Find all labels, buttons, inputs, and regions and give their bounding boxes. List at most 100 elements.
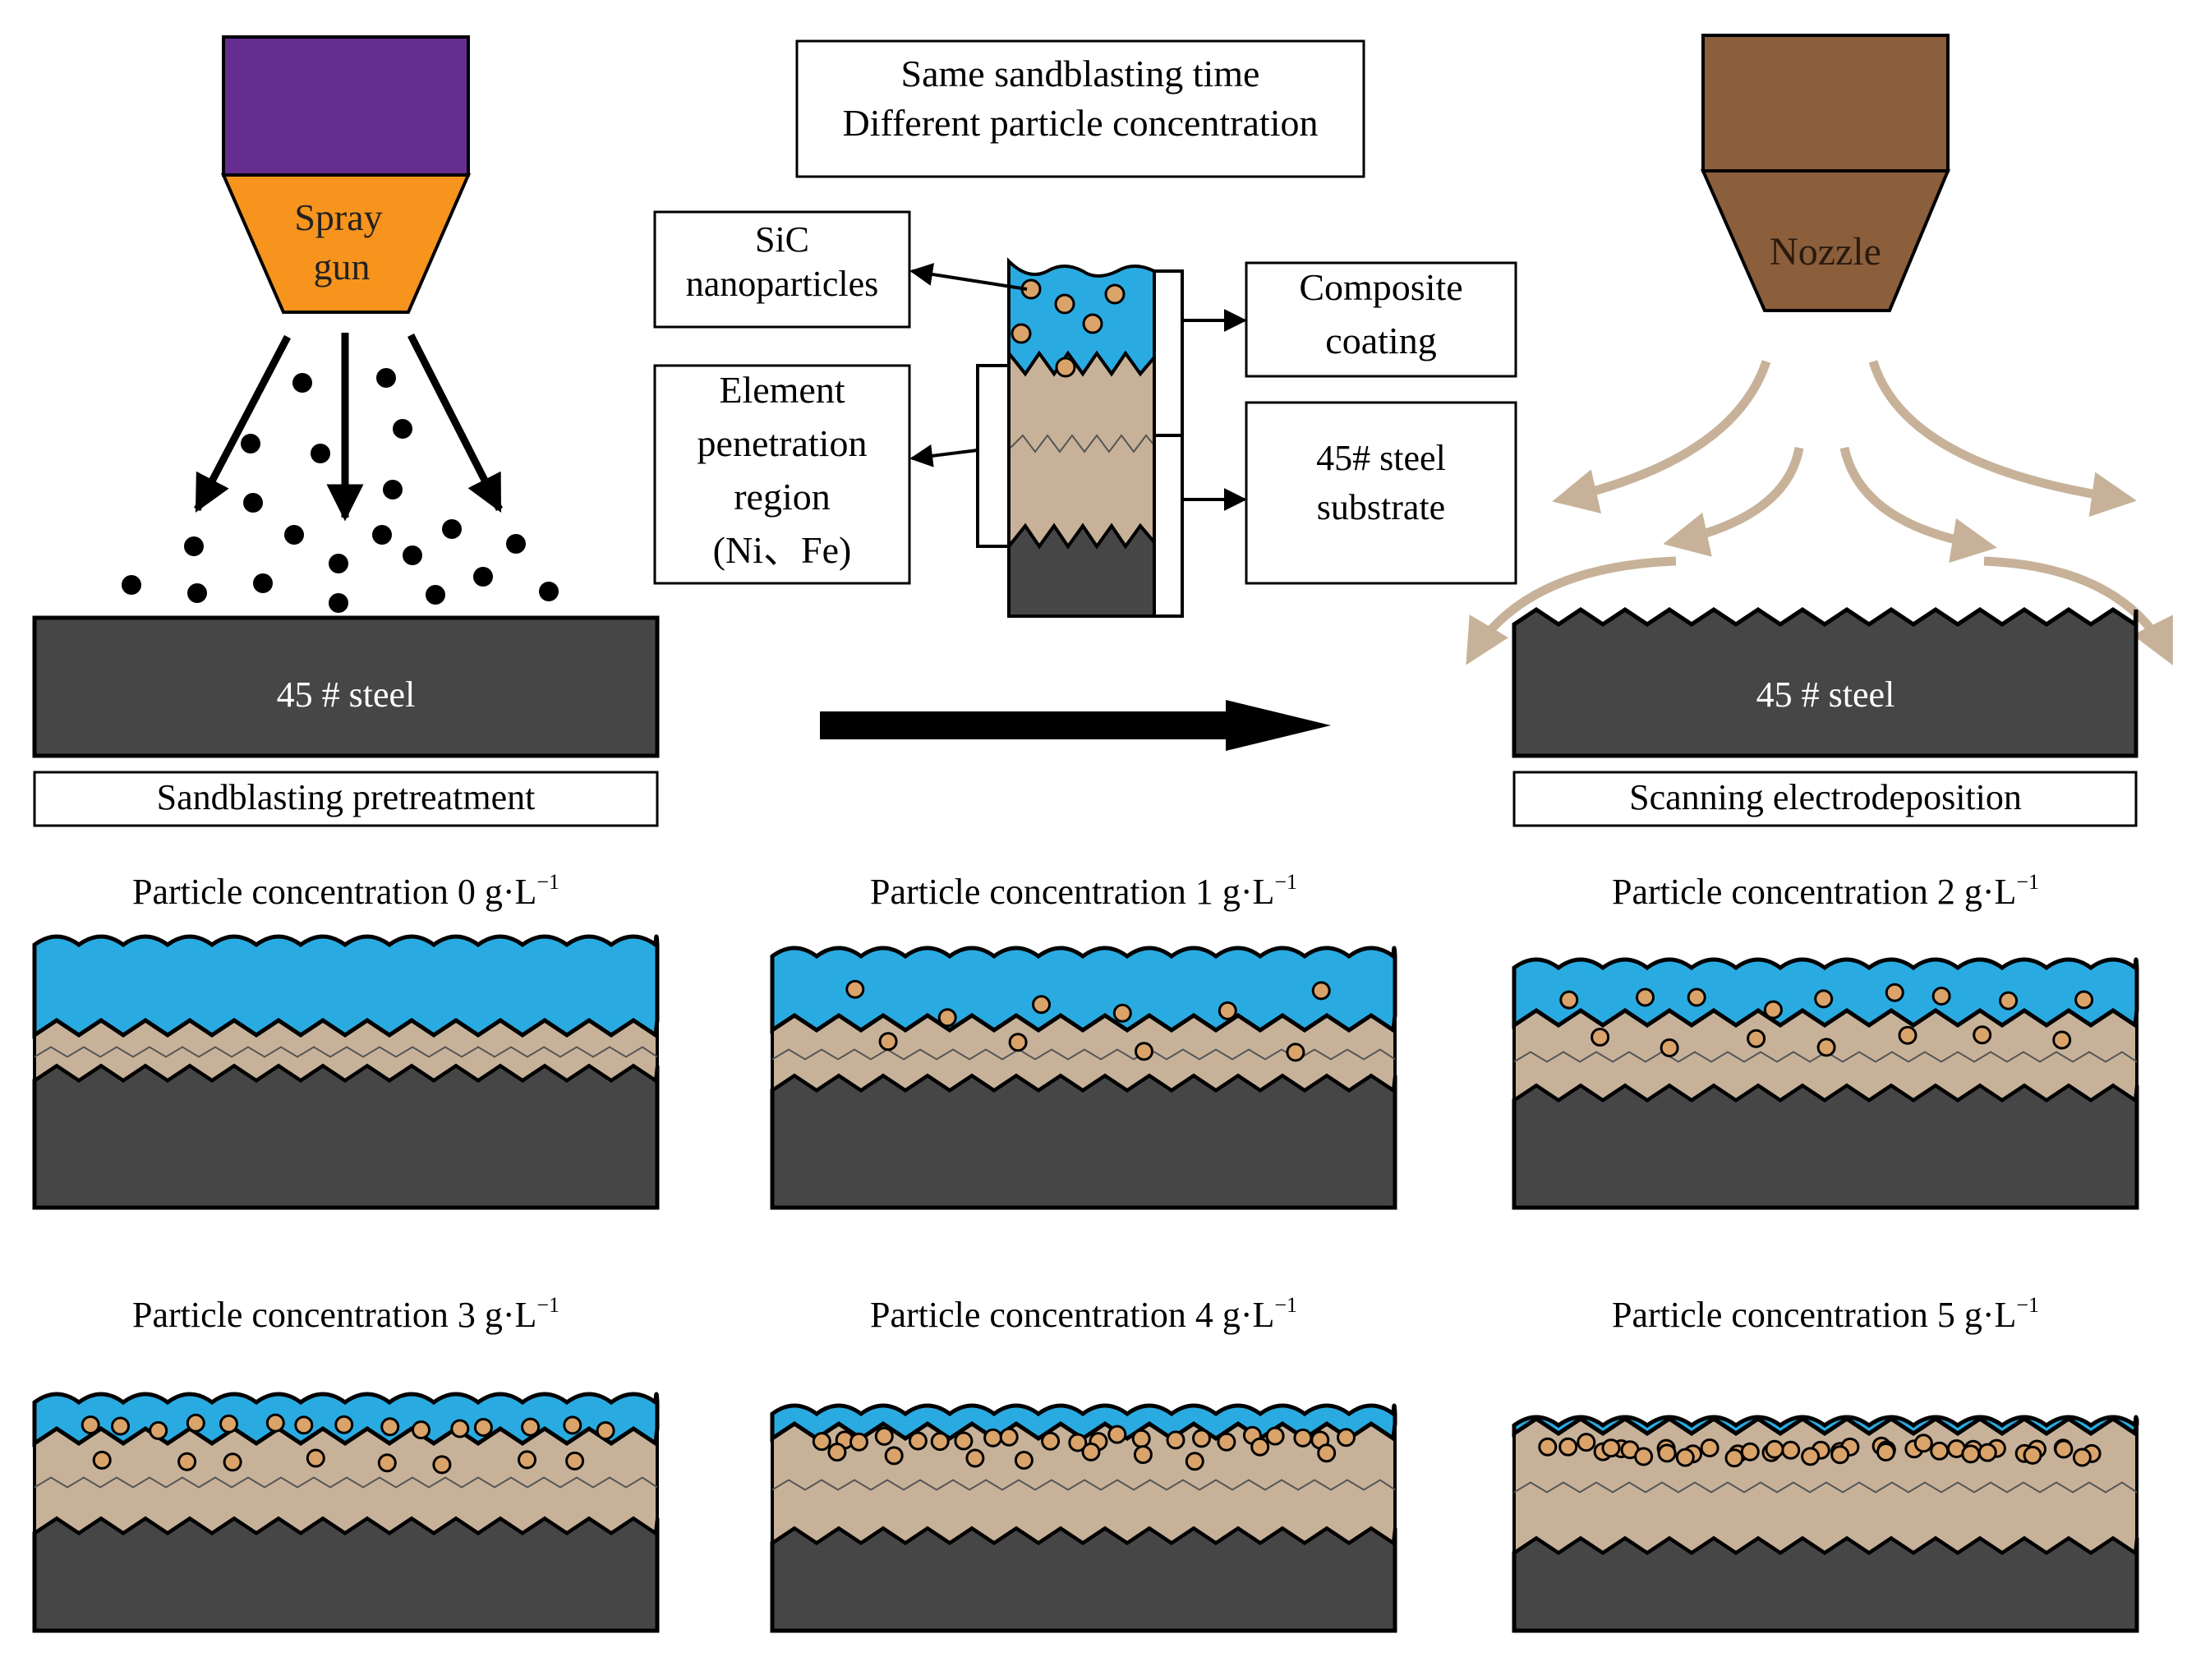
sic-particle: [1781, 1440, 1801, 1460]
sic-particle: [1311, 981, 1331, 1001]
sic-particle: [1913, 1434, 1933, 1453]
cross-section-particle: [1011, 323, 1032, 344]
panel-title: Particle concentration 2 g·L−1: [1612, 870, 2039, 912]
spray-gun-body: [222, 35, 470, 177]
step-label-box-right: [1512, 771, 2138, 827]
steel-label: 45 # steel: [277, 674, 416, 715]
sic-particle: [983, 1428, 1003, 1448]
callout-element-line1: Element: [719, 369, 845, 411]
sic-particle: [1286, 1043, 1305, 1062]
abrasive-particle: [473, 567, 493, 587]
sic-particle: [1999, 991, 2019, 1010]
sic-particle: [265, 1413, 285, 1433]
cross-section-particle: [1082, 313, 1103, 334]
sic-particle: [1930, 1441, 1950, 1461]
callout-element-line3: region: [734, 476, 831, 518]
sic-particle: [1687, 987, 1706, 1007]
panel-steel-layer: [1512, 1082, 2139, 1210]
sic-particle: [596, 1421, 615, 1440]
sic-particle: [219, 1414, 238, 1434]
sic-particle: [177, 1452, 197, 1471]
panel-title: Particle concentration 0 g·L−1: [132, 870, 559, 912]
nozzle-label: Nozzle: [1770, 230, 1881, 274]
cross-section-bracket-bar: [1153, 269, 1184, 618]
abrasive-particle: [311, 444, 330, 463]
sic-particle: [845, 979, 865, 999]
callout-element-line2: penetration: [697, 422, 868, 464]
sic-particle: [1876, 1443, 1895, 1461]
abrasive-particle: [241, 434, 260, 453]
panel-coating-layer: [1512, 1415, 2139, 1438]
sic-particle: [1763, 1000, 1783, 1020]
sic-particle: [1068, 1433, 1088, 1452]
sic-particle: [1166, 1430, 1185, 1450]
concentration-panel-0: Particle concentration 0 g·L−1: [32, 870, 660, 1210]
panel-title: Particle concentration 3 g·L−1: [132, 1293, 559, 1335]
sic-particle: [565, 1451, 585, 1471]
step-label-box-left: [33, 771, 659, 827]
abrasive-particle: [426, 585, 445, 605]
sic-particle: [1041, 1431, 1061, 1451]
sic-particle: [1740, 1442, 1760, 1461]
sic-particle: [1131, 1429, 1151, 1448]
sic-particle: [306, 1448, 325, 1468]
cross-section-particle: [1055, 357, 1076, 378]
callout-sic-line2: nanoparticles: [686, 264, 879, 304]
sic-particle: [1559, 990, 1579, 1010]
flow-arrow-inner-left: [1663, 446, 1804, 557]
step-label-left: Sandblasting pretreatment: [157, 777, 536, 817]
cross-section: [1007, 257, 1184, 618]
sic-particle: [1107, 1425, 1127, 1444]
sic-particle: [1218, 1001, 1237, 1020]
cross-section-particle: [1104, 283, 1126, 305]
sic-particle: [334, 1415, 354, 1434]
sic-particle: [1660, 1038, 1679, 1057]
sic-particle: [1973, 1025, 1992, 1045]
sic-particle: [1014, 1451, 1034, 1470]
nozzle-tip: [1700, 169, 1951, 312]
sic-particle: [999, 1427, 1019, 1447]
sic-particle: [412, 1420, 430, 1439]
sic-particle: [1185, 1452, 1204, 1471]
sic-particle: [937, 1008, 957, 1028]
sic-particle: [1816, 1038, 1836, 1057]
sic-particle: [1885, 983, 1904, 1002]
sic-particle: [563, 1415, 582, 1435]
callout-box-coating: [1245, 261, 1517, 378]
sic-particle: [1636, 987, 1655, 1007]
sic-particle: [908, 1431, 928, 1451]
spray-arrow-left: [194, 334, 291, 513]
sic-particle: [1931, 987, 1951, 1006]
process-arrow-shaft: [820, 711, 1232, 739]
spray-gun-label-line1: Spray: [294, 196, 382, 238]
panel-diffusion-line: [34, 1046, 658, 1058]
abrasive-particle: [403, 545, 422, 565]
abrasive-particle: [376, 368, 396, 388]
steel-block: [1512, 606, 2138, 758]
sic-particle: [518, 1450, 536, 1470]
panel-title: Particle concentration 1 g·L−1: [870, 870, 1297, 912]
callout-box-substrate: [1245, 401, 1517, 585]
panel-penetration-layer: [1512, 1416, 2138, 1556]
sic-particle: [812, 1432, 831, 1452]
sic-particle: [1591, 1028, 1610, 1047]
abrasive-particle: [292, 373, 312, 393]
callout-box-sic: [653, 210, 911, 329]
steel-block: [32, 615, 660, 758]
sic-particle: [1814, 989, 1834, 1009]
leader-arrow-element: [909, 444, 978, 467]
step-label-right: Scanning electrodeposition: [1629, 777, 2022, 817]
sic-particle: [186, 1413, 205, 1433]
sic-particle: [432, 1455, 452, 1475]
flow-arrow-outer-right: [1868, 360, 2137, 518]
right-steel-block: 45 # steel: [1512, 606, 2138, 758]
sic-particle: [884, 1446, 904, 1466]
sic-particle: [1634, 1447, 1654, 1466]
nozzle: Nozzle: [1700, 34, 1951, 312]
abrasive-particle: [329, 554, 348, 573]
spray-arrows: [194, 333, 504, 522]
panel-steel-layer: [770, 1072, 1397, 1210]
panel-coating-layer: [770, 946, 1397, 1034]
sic-particle: [92, 1450, 112, 1470]
